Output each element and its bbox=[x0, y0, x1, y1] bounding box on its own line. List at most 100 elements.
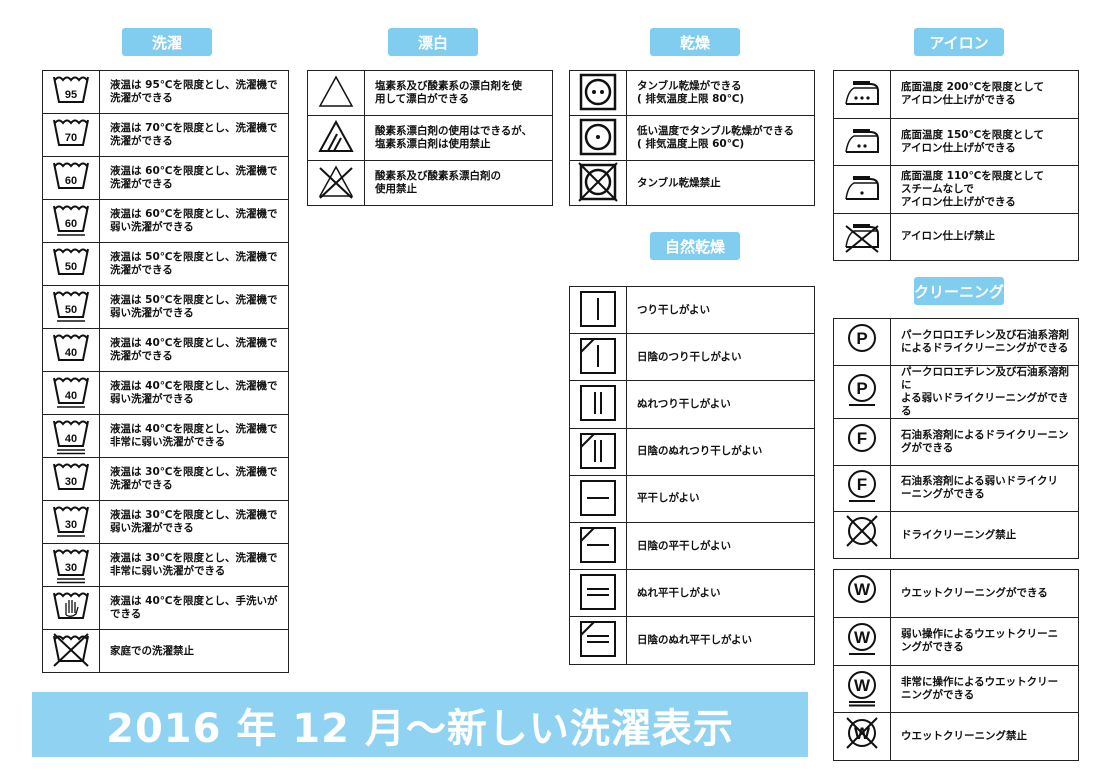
svg-text:95: 95 bbox=[65, 89, 77, 101]
symbol-row: タンブル乾燥禁止 bbox=[569, 160, 815, 206]
line-dry-icon bbox=[580, 291, 616, 328]
no-bleach-icon bbox=[318, 165, 354, 199]
wash-tub-icon: 40 bbox=[53, 420, 89, 455]
symbol-cell bbox=[569, 160, 627, 206]
symbol-cell bbox=[307, 115, 365, 161]
symbol-description: タンブル乾燥禁止 bbox=[626, 160, 815, 206]
symbol-cell: 60 bbox=[42, 156, 100, 200]
bleach-triangle-icon bbox=[318, 75, 354, 107]
symbol-description: パークロロエチレン及び石油系溶剤に よる弱いドライクリーニングができる bbox=[890, 364, 1079, 419]
symbol-description: ドライクリーニング禁止 bbox=[890, 511, 1079, 560]
symbol-cell: 70 bbox=[42, 113, 100, 157]
dry-clean-f-icon: F bbox=[848, 423, 876, 452]
symbol-row: 酸素系及び酸素系漂白剤の 使用禁止 bbox=[307, 160, 553, 206]
symbol-row: アイロン仕上げ禁止 bbox=[833, 212, 1079, 261]
symbol-cell bbox=[833, 165, 891, 214]
wash-tub-icon: 40 bbox=[53, 334, 89, 361]
symbol-row: 低い温度でタンブル乾燥ができる ( 排気温度上限 60℃) bbox=[569, 115, 815, 161]
svg-text:40: 40 bbox=[65, 347, 77, 359]
symbol-description: アイロン仕上げ禁止 bbox=[890, 212, 1079, 261]
symbol-description: 液温は 40℃を限度とし、洗濯機で 洗濯ができる bbox=[99, 328, 289, 372]
symbol-description: 液温は 40℃を限度とし、洗濯機で 非常に弱い洗濯ができる bbox=[99, 414, 289, 458]
iron-low-icon bbox=[845, 176, 879, 201]
no-tumble-dry-icon bbox=[578, 162, 618, 202]
symbol-cell bbox=[569, 115, 627, 161]
header-wash: 洗濯 bbox=[122, 28, 212, 56]
symbol-cell bbox=[833, 212, 891, 261]
symbol-row: 40 液温は 40℃を限度とし、洗濯機で 洗濯ができる bbox=[42, 328, 289, 372]
symbol-description: パークロロエチレン及び石油系溶剤 によるドライクリーニングができる bbox=[890, 318, 1079, 366]
symbol-description: 底面温度 150℃を限度として アイロン仕上げができる bbox=[890, 117, 1079, 166]
symbol-cell: W bbox=[833, 569, 891, 618]
header-natural-dry: 自然乾燥 bbox=[650, 232, 740, 260]
symbol-cell: 60 bbox=[42, 199, 100, 243]
symbol-row: 日陰のつり干しがよい bbox=[569, 333, 815, 382]
symbol-description: つり干しがよい bbox=[626, 285, 815, 335]
wet-clean-gentle-icon: W bbox=[848, 623, 876, 656]
svg-text:30: 30 bbox=[65, 476, 77, 488]
symbol-cell: 50 bbox=[42, 285, 100, 329]
symbol-row: 40 液温は 40℃を限度とし、洗濯機で 非常に弱い洗濯ができる bbox=[42, 414, 289, 458]
dry-table: タンブル乾燥ができる ( 排気温度上限 80℃)低い温度でタンブル乾燥ができる … bbox=[569, 70, 815, 206]
wash-tub-icon: 60 bbox=[53, 162, 89, 189]
symbol-row: P パークロロエチレン及び石油系溶剤に よる弱いドライクリーニングができる bbox=[833, 364, 1079, 419]
wash-tub-icon: 30 bbox=[53, 463, 89, 490]
dry-clean-p-gentle-icon: P bbox=[848, 373, 876, 406]
symbol-row: つり干しがよい bbox=[569, 285, 815, 335]
symbol-description: 底面温度 110℃を限度として スチームなしで アイロン仕上げができる bbox=[890, 165, 1079, 214]
symbol-cell: P bbox=[833, 318, 891, 366]
symbol-row: ドライクリーニング禁止 bbox=[833, 511, 1079, 560]
symbol-cell bbox=[833, 511, 891, 560]
flat-dry-shade-icon bbox=[580, 527, 616, 564]
dry-clean-p-icon: P bbox=[848, 323, 876, 352]
dry-clean-f-gentle-icon: F bbox=[848, 470, 876, 503]
symbol-description: 液温は 40℃を限度とし、洗濯機で 弱い洗濯ができる bbox=[99, 371, 289, 415]
tumble-dry-low-icon bbox=[579, 118, 617, 156]
iron-high-icon bbox=[845, 81, 879, 106]
symbol-cell bbox=[569, 474, 627, 523]
symbol-row: 液温は 40℃を限度とし、手洗いが できる bbox=[42, 586, 289, 630]
symbol-description: 家庭での洗濯禁止 bbox=[99, 629, 289, 673]
oxygen-bleach-icon bbox=[318, 119, 354, 152]
wet-flat-dry-shade-icon bbox=[580, 621, 616, 658]
symbol-cell: 30 bbox=[42, 500, 100, 544]
hand-wash-icon bbox=[53, 592, 89, 619]
symbol-cell: F bbox=[833, 464, 891, 513]
symbol-row: ぬれ平干しがよい bbox=[569, 569, 815, 618]
symbol-cell: 50 bbox=[42, 242, 100, 286]
symbol-cell bbox=[307, 70, 365, 116]
symbol-cell: W bbox=[833, 616, 891, 666]
no-dry-clean-icon bbox=[846, 515, 878, 547]
wash-tub-icon: 70 bbox=[53, 119, 89, 146]
symbol-cell: W bbox=[833, 712, 891, 762]
symbol-cell bbox=[42, 586, 100, 630]
svg-text:W: W bbox=[854, 580, 871, 599]
svg-text:70: 70 bbox=[65, 132, 77, 144]
symbol-cell: 95 bbox=[42, 70, 100, 114]
header-iron: アイロン bbox=[914, 28, 1004, 56]
symbol-row: 平干しがよい bbox=[569, 474, 815, 523]
symbol-cell bbox=[569, 380, 627, 429]
symbol-row: 日陰のぬれつり干しがよい bbox=[569, 427, 815, 476]
wash-tub-icon: 30 bbox=[53, 549, 89, 584]
symbol-cell: W bbox=[833, 664, 891, 714]
symbol-description: 液温は 70℃を限度とし、洗濯機で 洗濯ができる bbox=[99, 113, 289, 157]
svg-text:W: W bbox=[854, 676, 871, 695]
symbol-cell bbox=[833, 117, 891, 166]
symbol-description: 塩素系及び酸素系の漂白剤を使 用して漂白ができる bbox=[364, 70, 553, 116]
